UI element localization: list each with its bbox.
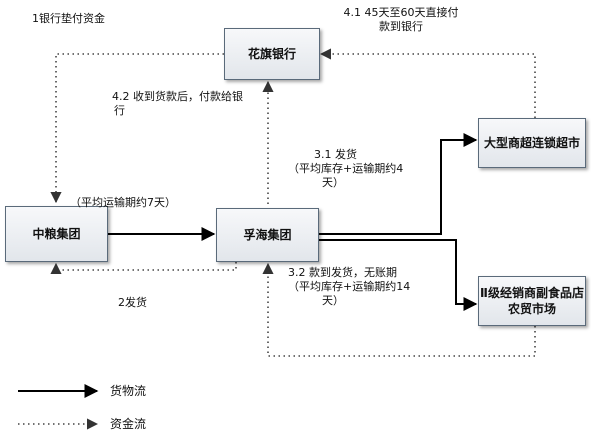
label-step32-line2: （平均库存+运输期约14	[288, 280, 411, 293]
label-step42-line1: 4.2 收到货款后，付款给银	[112, 90, 243, 103]
node-supermarket-label: 大型商超连锁超市	[483, 136, 580, 150]
money-flow-yuhai-to-zhongliang	[50, 262, 237, 275]
label-step31-line3: 天）	[322, 176, 344, 189]
label-step41-line2: 款到银行	[379, 20, 423, 33]
legend-money-flow-label: 资金流	[110, 417, 147, 431]
label-step31-line1: 3.1 发货	[314, 148, 357, 161]
node-supermarket: 大型商超连锁超市	[478, 118, 586, 168]
node-distributor: Ⅱ级经销商副食品店 农贸市场	[478, 276, 586, 326]
label-step42-line2: 行	[114, 104, 125, 117]
node-huaqi-bank: 花旗银行	[224, 28, 320, 80]
node-zhongliang-label: 中粮集团	[32, 227, 81, 241]
node-yuhai-label: 孚海集团	[243, 228, 292, 242]
node-yuhai: 孚海集团	[216, 208, 319, 262]
label-step31: 3.1 发货 （平均库存+运输期约4 天）	[288, 148, 403, 190]
node-zhongliang: 中粮集团	[5, 206, 108, 262]
label-step32-line1: 3.2 款到发货，无账期	[288, 266, 397, 279]
label-step2: 2发货	[118, 296, 147, 309]
label-step32-line3: 天）	[322, 294, 344, 307]
label-step31-line2: （平均库存+运输期约4	[288, 162, 404, 175]
label-step42: 4.2 收到货款后，付款给银 行	[112, 90, 243, 118]
money-flow-bank-to-zhongliang	[50, 53, 224, 204]
goods-flow-yuhai-to-distributor	[319, 239, 478, 311]
label-step41-line1: 4.1 45天至60天直接付	[343, 6, 459, 19]
node-distributor-label-line1: Ⅱ级经销商副食品店	[480, 286, 584, 300]
money-flow-supermarket-to-bank	[319, 48, 536, 118]
legend-goods-flow-label: 货物流	[110, 384, 147, 398]
node-huaqi-bank-label: 花旗银行	[247, 47, 296, 61]
label-transport: （平均运输期约7天）	[70, 196, 176, 209]
node-distributor-label-line2: 农贸市场	[507, 302, 556, 316]
label-step1: 1银行垫付资金	[32, 12, 105, 25]
goods-flow-yuhai-to-supermarket	[319, 133, 478, 235]
money-flow-distributor-to-yuhai	[262, 262, 536, 357]
label-step32: 3.2 款到发货，无账期 （平均库存+运输期约14 天）	[288, 266, 410, 308]
label-step41: 4.1 45天至60天直接付 款到银行	[322, 6, 480, 34]
